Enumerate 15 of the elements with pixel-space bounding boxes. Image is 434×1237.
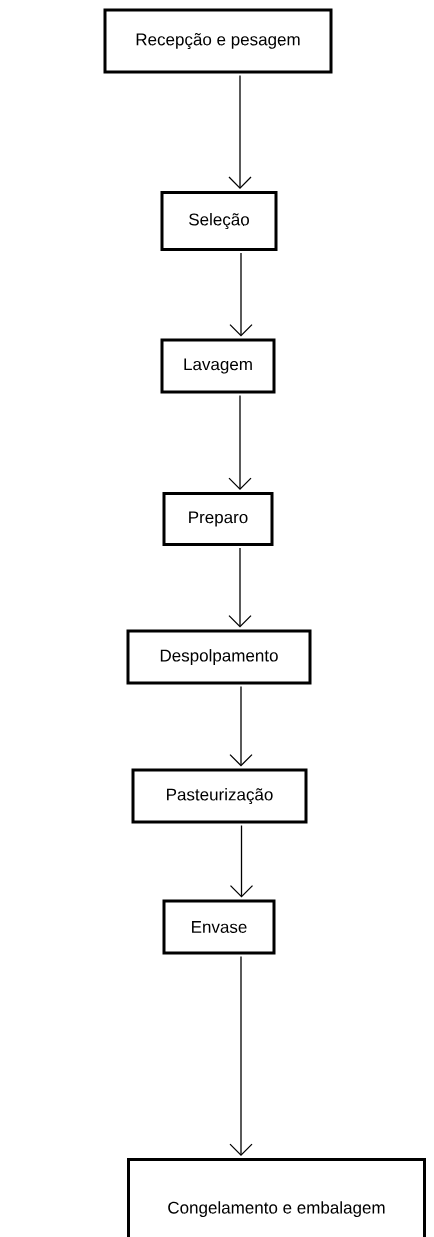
process-box: Congelamento e embalagem: [127, 1158, 426, 1237]
process-box: Seleção: [160, 191, 278, 251]
process-box: Despolpamento: [126, 629, 312, 685]
process-box: Pasteurização: [131, 768, 308, 824]
arrow: [229, 955, 253, 1156]
process-box: Preparo: [162, 492, 274, 546]
arrow: [229, 824, 254, 898]
arrow: [228, 547, 252, 628]
arrow: [229, 252, 253, 337]
arrow: [228, 74, 252, 189]
process-box: Recepção e pesagem: [103, 8, 333, 74]
process-box: Lavagem: [160, 338, 276, 394]
arrow: [228, 394, 252, 490]
arrow: [229, 685, 253, 767]
process-box: Envase: [162, 899, 276, 955]
